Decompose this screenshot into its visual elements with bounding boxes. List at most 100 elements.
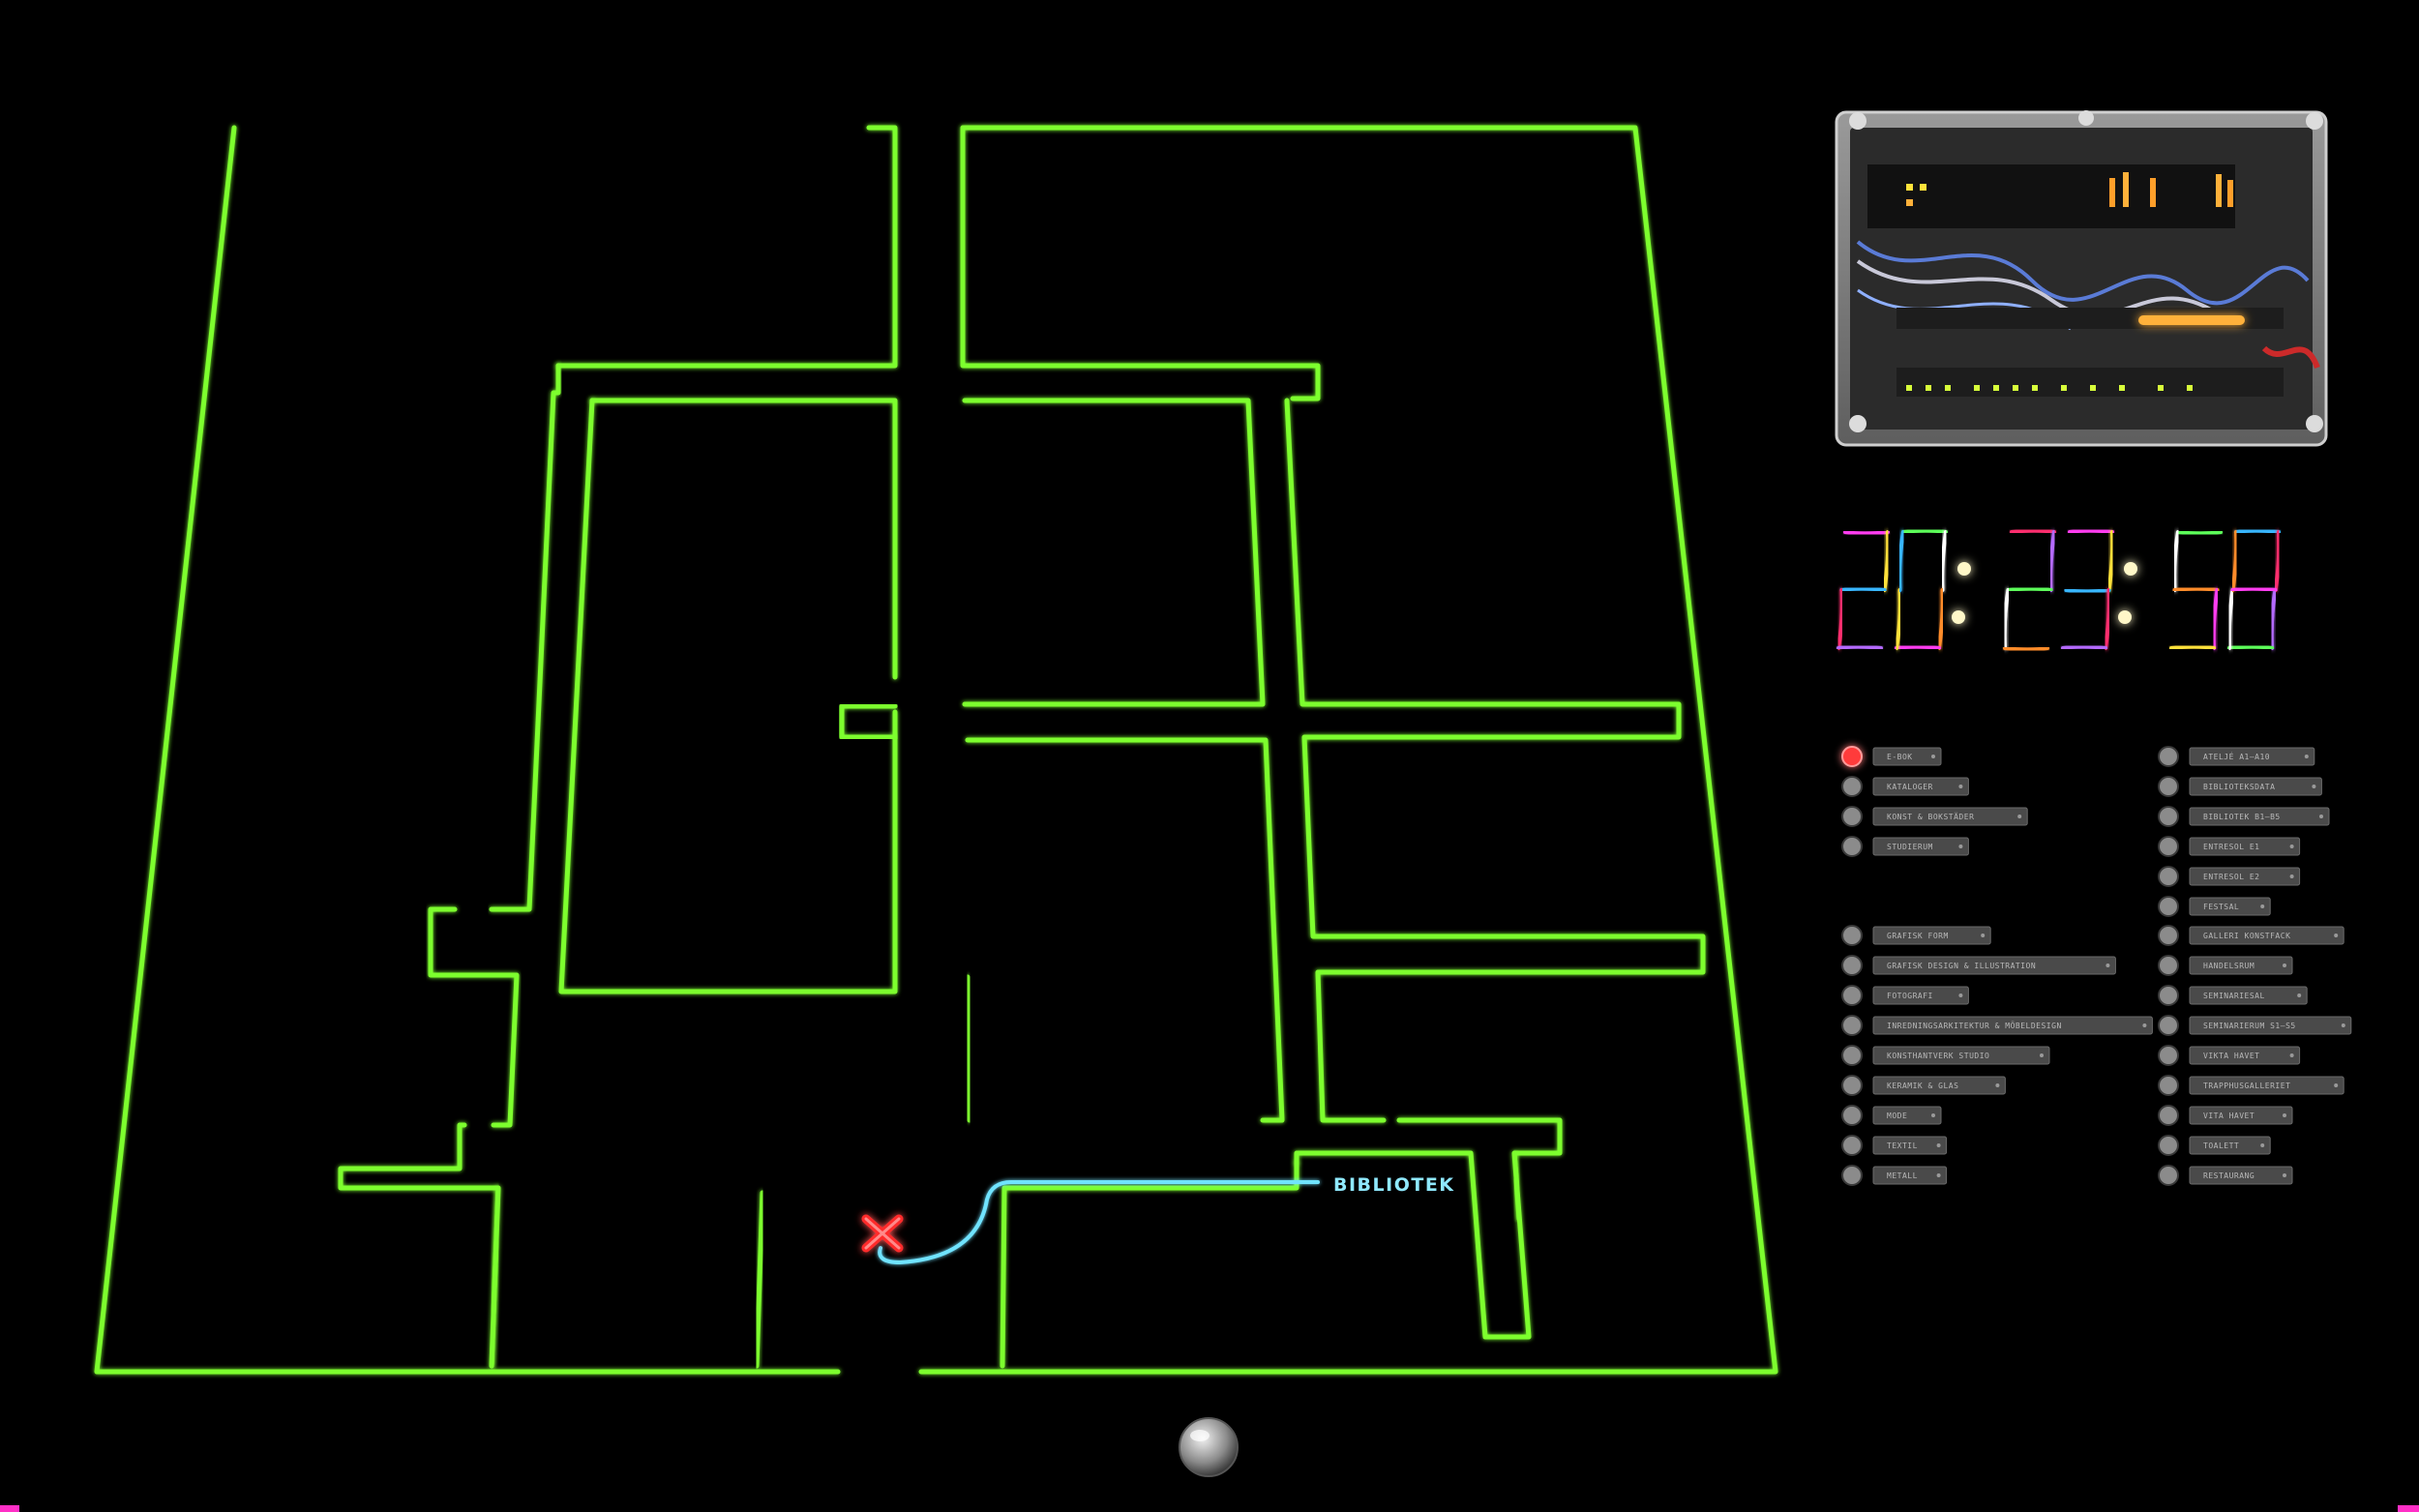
directory-item[interactable]: KONSTHANTVERK STUDIO <box>1841 1045 2050 1066</box>
directory-item[interactable]: METALL <box>1841 1165 1948 1186</box>
label-plate <box>2189 1076 2344 1095</box>
plate-screw <box>1995 1083 2000 1087</box>
directory-item[interactable]: MODE <box>1841 1105 1942 1126</box>
clock-colon-dot <box>1957 562 1971 576</box>
clock-segment <box>2172 530 2180 592</box>
indicator-light <box>1841 1075 1863 1096</box>
clock-segment <box>1901 528 1948 534</box>
clock-segment <box>2172 586 2220 592</box>
directory-item[interactable]: KERAMIK & GLAS <box>1841 1075 2006 1096</box>
plate-screw <box>2312 785 2316 788</box>
clock-digit <box>2169 530 2223 650</box>
indicator-light <box>2158 806 2179 827</box>
label-plate <box>2189 1136 2271 1155</box>
directory-item[interactable]: TEXTIL <box>1841 1135 1948 1156</box>
directory-item[interactable]: INREDNINGSARKITEKTUR & MÖBELDESIGN <box>1841 1015 2153 1036</box>
label-plate <box>2189 926 2344 945</box>
plate-screw <box>2260 1143 2265 1147</box>
wall-outlines <box>94 125 1778 1375</box>
directory-item[interactable]: ENTRESOL E1 <box>2158 836 2301 857</box>
directory-item-label: BIBLIOTEKSDATA <box>2203 783 2275 791</box>
plate-screw <box>2105 964 2110 967</box>
indicator-light <box>1841 955 1863 976</box>
plate-screw <box>1958 785 1963 788</box>
directory-item[interactable]: VITA HAVET <box>2158 1105 2293 1126</box>
plate-screw <box>2040 1053 2044 1057</box>
clock-segment <box>1895 588 1902 650</box>
clock-segment <box>2269 588 2278 650</box>
clock-segment <box>2068 528 2114 534</box>
indicator-light <box>2158 1015 2179 1036</box>
directory-item-label: KERAMIK & GLAS <box>1887 1082 1958 1090</box>
directory-item[interactable]: VIKTA HAVET <box>2158 1045 2301 1066</box>
directory-item-label: GRAFISK FORM <box>1887 932 1949 940</box>
directory-item[interactable]: BIBLIOTEKSDATA <box>2158 776 2322 797</box>
clock-segment <box>2048 530 2056 592</box>
indicator-light <box>1841 1165 1863 1186</box>
directory-item[interactable]: ATELJÉ A1–A10 <box>2158 746 2315 767</box>
indicator-light <box>1841 836 1863 857</box>
directory-item-label: SEMINARIERUM S1–S5 <box>2203 1022 2296 1030</box>
route-path <box>878 1180 1320 1265</box>
directory-item-label: ENTRESOL E1 <box>2203 843 2259 851</box>
clock-segment <box>1882 530 1891 592</box>
directory-item-label: GALLERI KONSTFACK <box>2203 932 2290 940</box>
directory-item-label: ENTRESOL E2 <box>2203 873 2259 881</box>
directory-item[interactable]: KATALOGER <box>1841 776 1969 797</box>
directory-item-label: KONSTHANTVERK STUDIO <box>1887 1052 1989 1060</box>
indicator-light <box>2158 985 2179 1006</box>
directory-item[interactable]: BIBLIOTEK B1–B5 <box>2158 806 2330 827</box>
indicator-light <box>1841 1045 1863 1066</box>
label-plate <box>2189 747 2315 766</box>
plate-screw <box>2142 1023 2147 1027</box>
directory-item[interactable]: TRAPPHUSGALLERIET <box>2158 1075 2344 1096</box>
indicator-light <box>1841 1105 1863 1126</box>
directory-item-label: VIKTA HAVET <box>2203 1052 2259 1060</box>
directory-item[interactable]: GALLERI KONSTFACK <box>2158 925 2344 946</box>
clock-segment <box>2104 588 2111 650</box>
directory-item[interactable]: GRAFISK FORM <box>1841 925 1991 946</box>
plate-screw <box>2017 815 2022 818</box>
directory-item-label: FOTOGRAFI <box>1887 992 1933 1000</box>
clock-segment <box>2211 588 2220 650</box>
directory-item[interactable]: FOTOGRAFI <box>1841 985 1969 1006</box>
directory-item[interactable]: KONST & BOKSTÄDER <box>1841 806 2028 827</box>
directory-item[interactable]: SEMINARIESAL <box>2158 985 2308 1006</box>
clock-segment <box>1897 530 1905 592</box>
directory-item-label: TRAPPHUSGALLERIET <box>2203 1082 2290 1090</box>
control-knob[interactable] <box>1179 1417 1239 1477</box>
label-plate <box>2189 1046 2301 1065</box>
indicator-light <box>2158 896 2179 917</box>
label-plate <box>1872 837 1969 856</box>
directory-item-label: BIBLIOTEK B1–B5 <box>2203 813 2281 821</box>
clock-segment <box>1839 586 1887 592</box>
directory-item[interactable]: FESTSAL <box>2158 896 2271 917</box>
plate-screw <box>1958 845 1963 848</box>
directory-item[interactable]: TOALETT <box>2158 1135 2271 1156</box>
directory-item-label: GRAFISK DESIGN & ILLUSTRATION <box>1887 962 2036 970</box>
directory-item[interactable]: GRAFISK DESIGN & ILLUSTRATION <box>1841 955 2116 976</box>
indicator-light <box>2158 955 2179 976</box>
clock-segment <box>2169 644 2216 650</box>
directory-item[interactable]: E-BOK <box>1841 746 1942 767</box>
indicator-light <box>1841 806 1863 827</box>
clock-segment <box>2003 646 2049 652</box>
clock-segment <box>1940 530 1948 592</box>
directory-item[interactable]: STUDIERUM <box>1841 836 1969 857</box>
directory-item[interactable]: ENTRESOL E2 <box>2158 866 2301 887</box>
directory-item-label: TEXTIL <box>1887 1141 1918 1150</box>
directory-item[interactable]: HANDELSRUM <box>2158 955 2293 976</box>
label-plate <box>1872 1076 2006 1095</box>
clock-segment <box>2230 530 2239 592</box>
clock-segment <box>2006 586 2053 592</box>
clock-segment <box>2234 528 2281 534</box>
directory-item[interactable]: SEMINARIERUM S1–S5 <box>2158 1015 2352 1036</box>
directory-item-label: KATALOGER <box>1887 783 1933 791</box>
directory-item-label: TOALETT <box>2203 1141 2239 1150</box>
clock-segment <box>2106 530 2115 592</box>
clock-digit <box>2061 528 2115 650</box>
directory-item[interactable]: RESTAURANG <box>2158 1165 2293 1186</box>
indicator-light <box>2158 1135 2179 1156</box>
